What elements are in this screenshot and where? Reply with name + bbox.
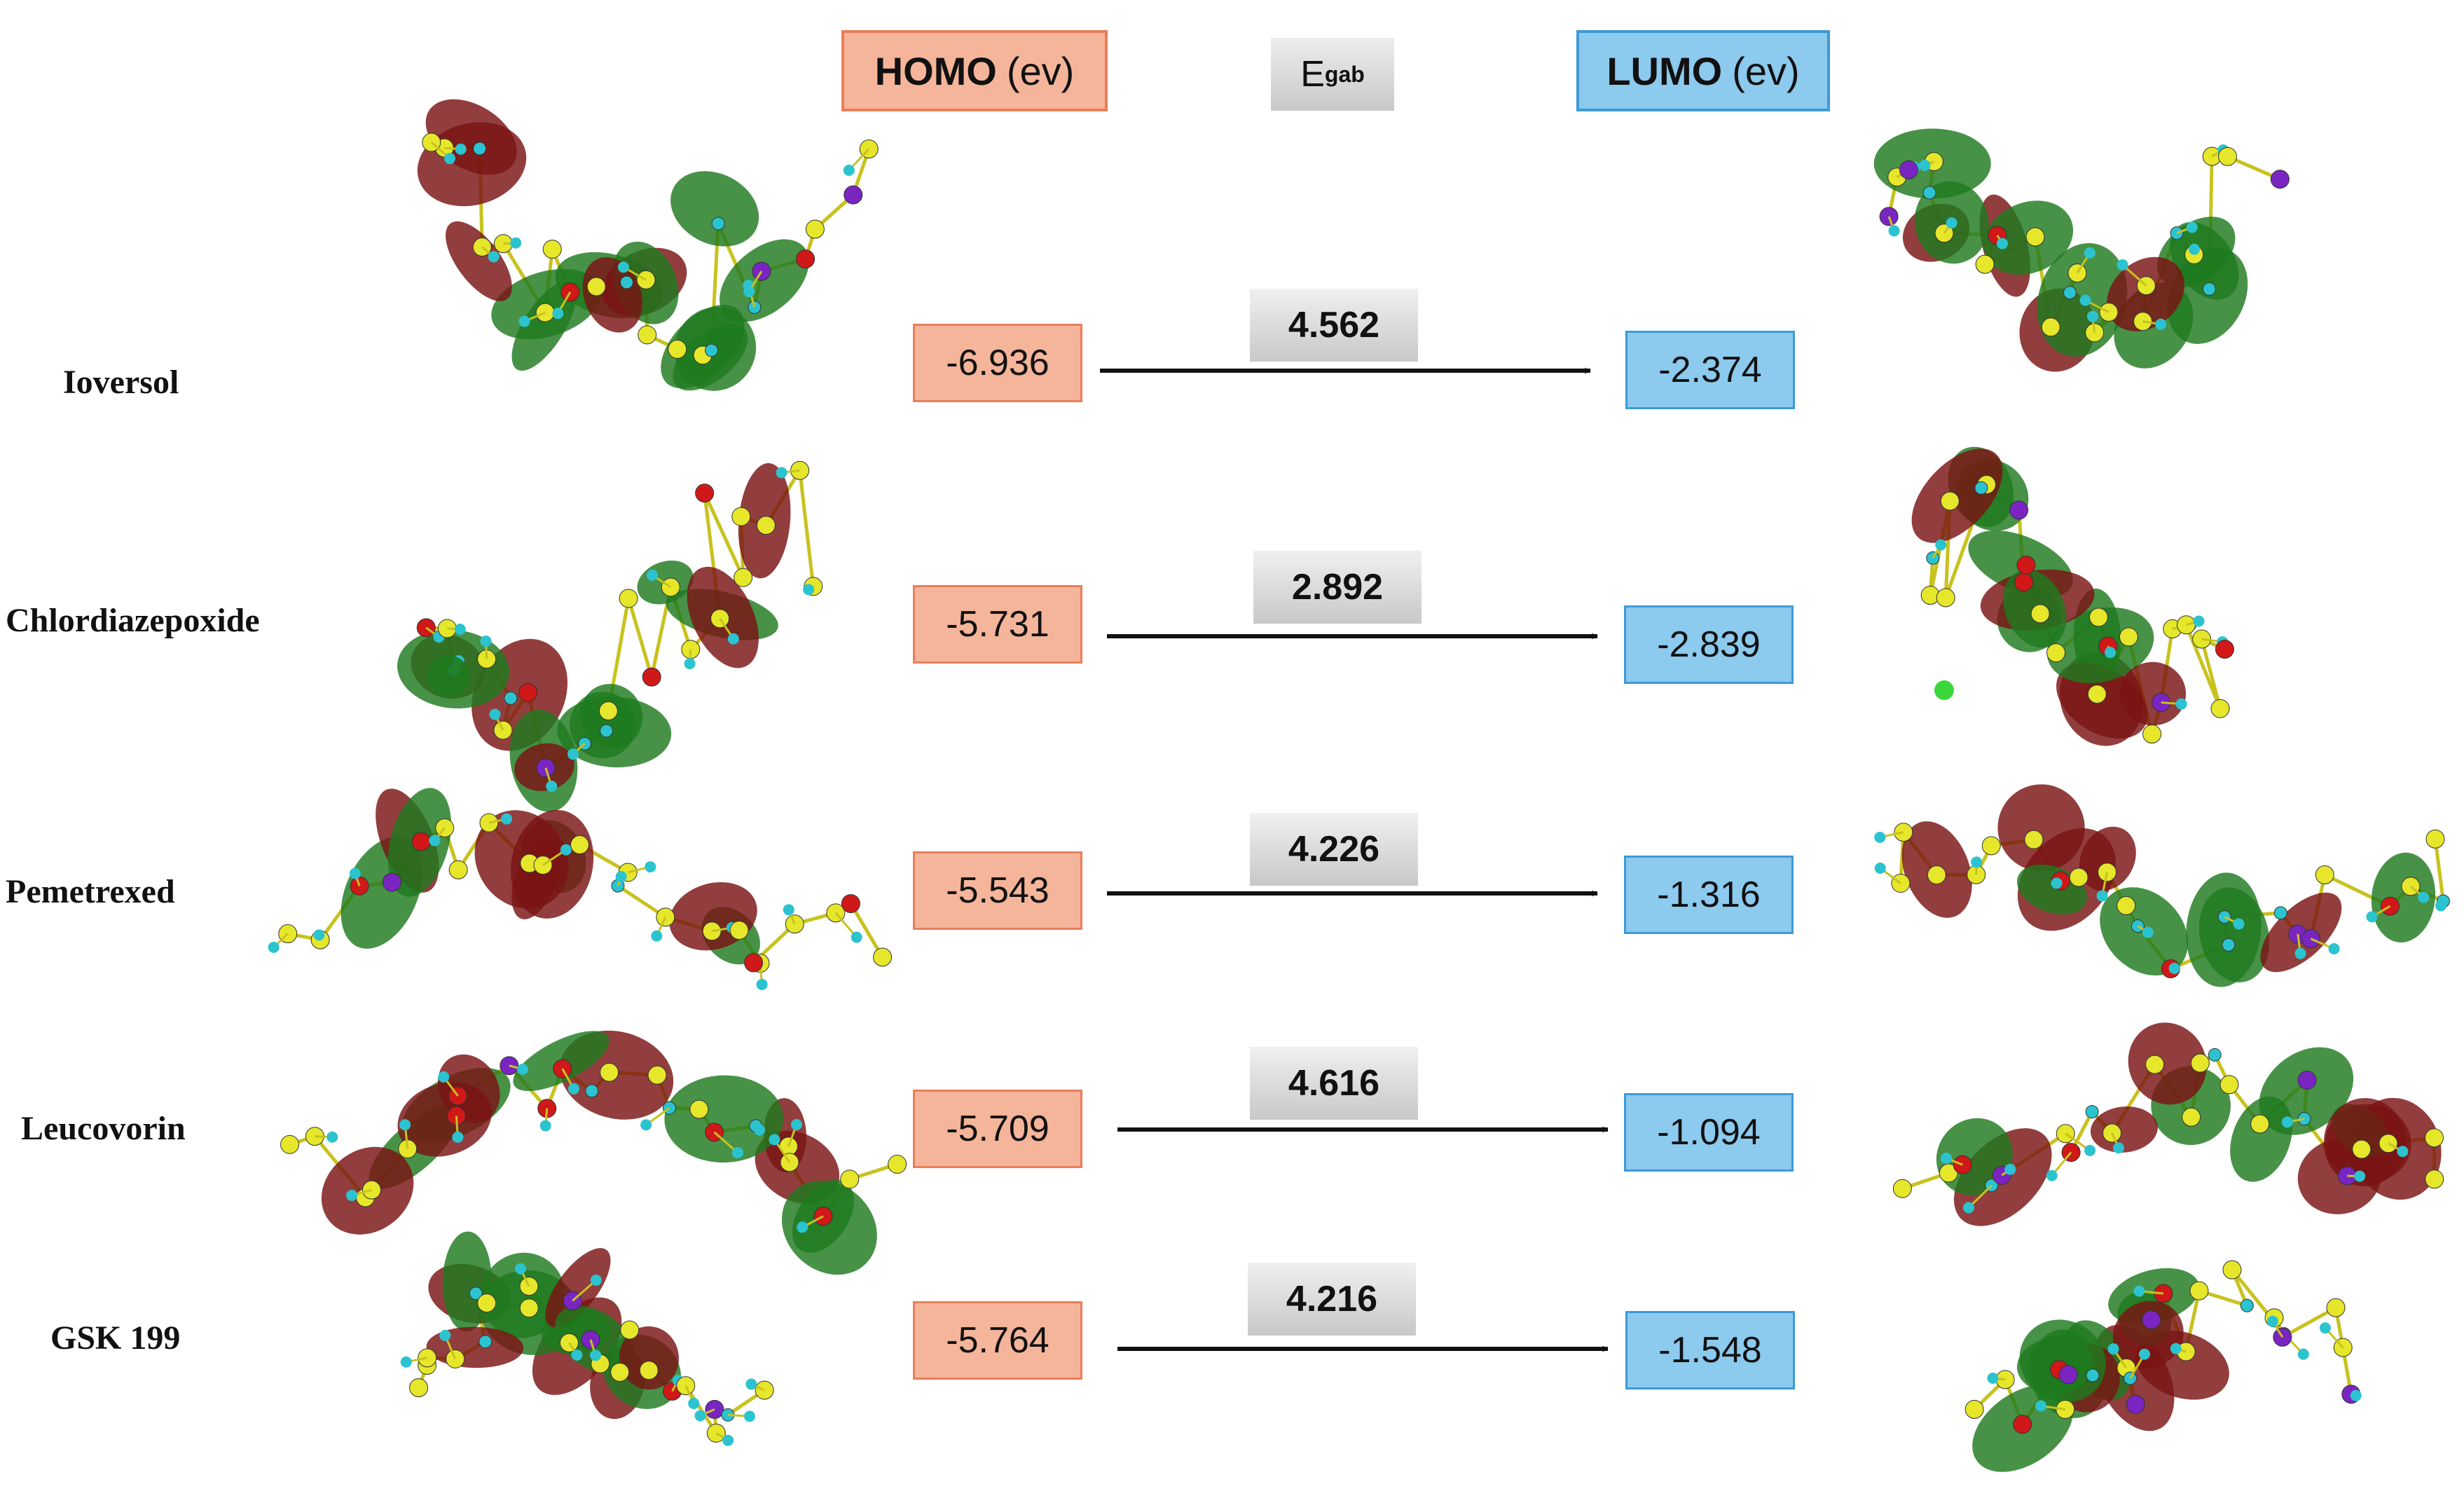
homo-value-gsk199: -5.764 bbox=[913, 1301, 1082, 1380]
molecule-lumo-pemetrexed bbox=[1874, 784, 2450, 987]
lumo-value-gsk199: -1.548 bbox=[1625, 1311, 1795, 1389]
compound-name-pemetrexed: Pemetrexed bbox=[6, 873, 175, 910]
homo-header-unit: (ev) bbox=[1006, 48, 1075, 93]
chlorine-lumo bbox=[1934, 680, 1954, 700]
homo-header: HOMO (ev) bbox=[841, 30, 1108, 111]
gap-value-gsk199: 4.216 bbox=[1248, 1263, 1416, 1336]
compound-name-gsk199: GSK 199 bbox=[50, 1319, 181, 1357]
homo-value-ioversol: -6.936 bbox=[913, 324, 1082, 402]
homo-value-chlordiazepoxide: -5.731 bbox=[913, 585, 1082, 664]
lumo-value-pemetrexed: -1.316 bbox=[1624, 856, 1794, 934]
egab-header-label: E bbox=[1300, 54, 1325, 95]
molecule-homo-ioversol bbox=[417, 99, 879, 391]
molecule-lumo-gsk199 bbox=[1964, 1260, 2362, 1472]
molecule-homo-leucovorin bbox=[280, 1030, 907, 1275]
gap-value-leucovorin: 4.616 bbox=[1250, 1047, 1418, 1120]
transition-arrows bbox=[1100, 367, 1609, 1352]
homo-header-label: HOMO bbox=[874, 48, 997, 93]
gap-value-pemetrexed: 4.226 bbox=[1250, 813, 1418, 886]
chlorine-homo bbox=[427, 655, 469, 697]
homo-value-leucovorin: -5.709 bbox=[913, 1090, 1082, 1168]
molecule-homo-pemetrexed bbox=[268, 788, 893, 990]
gap-value-ioversol: 4.562 bbox=[1250, 289, 1418, 362]
lumo-header: LUMO (ev) bbox=[1576, 30, 1830, 111]
molecule-lumo-leucovorin bbox=[1892, 1022, 2444, 1226]
molecule-renderings bbox=[268, 99, 2450, 1472]
molecule-lumo-ioversol bbox=[1873, 128, 2290, 372]
lumo-value-leucovorin: -1.094 bbox=[1624, 1093, 1794, 1172]
compound-name-chlordiazepoxide: Chlordiazepoxide bbox=[6, 602, 260, 639]
lumo-value-ioversol: -2.374 bbox=[1625, 331, 1795, 409]
gap-value-chlordiazepoxide: 2.892 bbox=[1253, 551, 1422, 624]
molecule-homo-gsk199 bbox=[400, 1231, 774, 1446]
lumo-value-chlordiazepoxide: -2.839 bbox=[1624, 605, 1794, 684]
lumo-header-label: LUMO bbox=[1606, 48, 1723, 93]
compound-name-leucovorin: Leucovorin bbox=[21, 1110, 186, 1147]
molecule-homo-chlordiazepoxide bbox=[397, 460, 823, 812]
lumo-header-unit: (ev) bbox=[1732, 48, 1800, 93]
molecule-lumo-chlordiazepoxide bbox=[1911, 446, 2234, 746]
egab-header-subscript: gab bbox=[1324, 61, 1365, 87]
compound-name-ioversol: Ioversol bbox=[63, 364, 179, 401]
homo-value-pemetrexed: -5.543 bbox=[913, 851, 1082, 930]
